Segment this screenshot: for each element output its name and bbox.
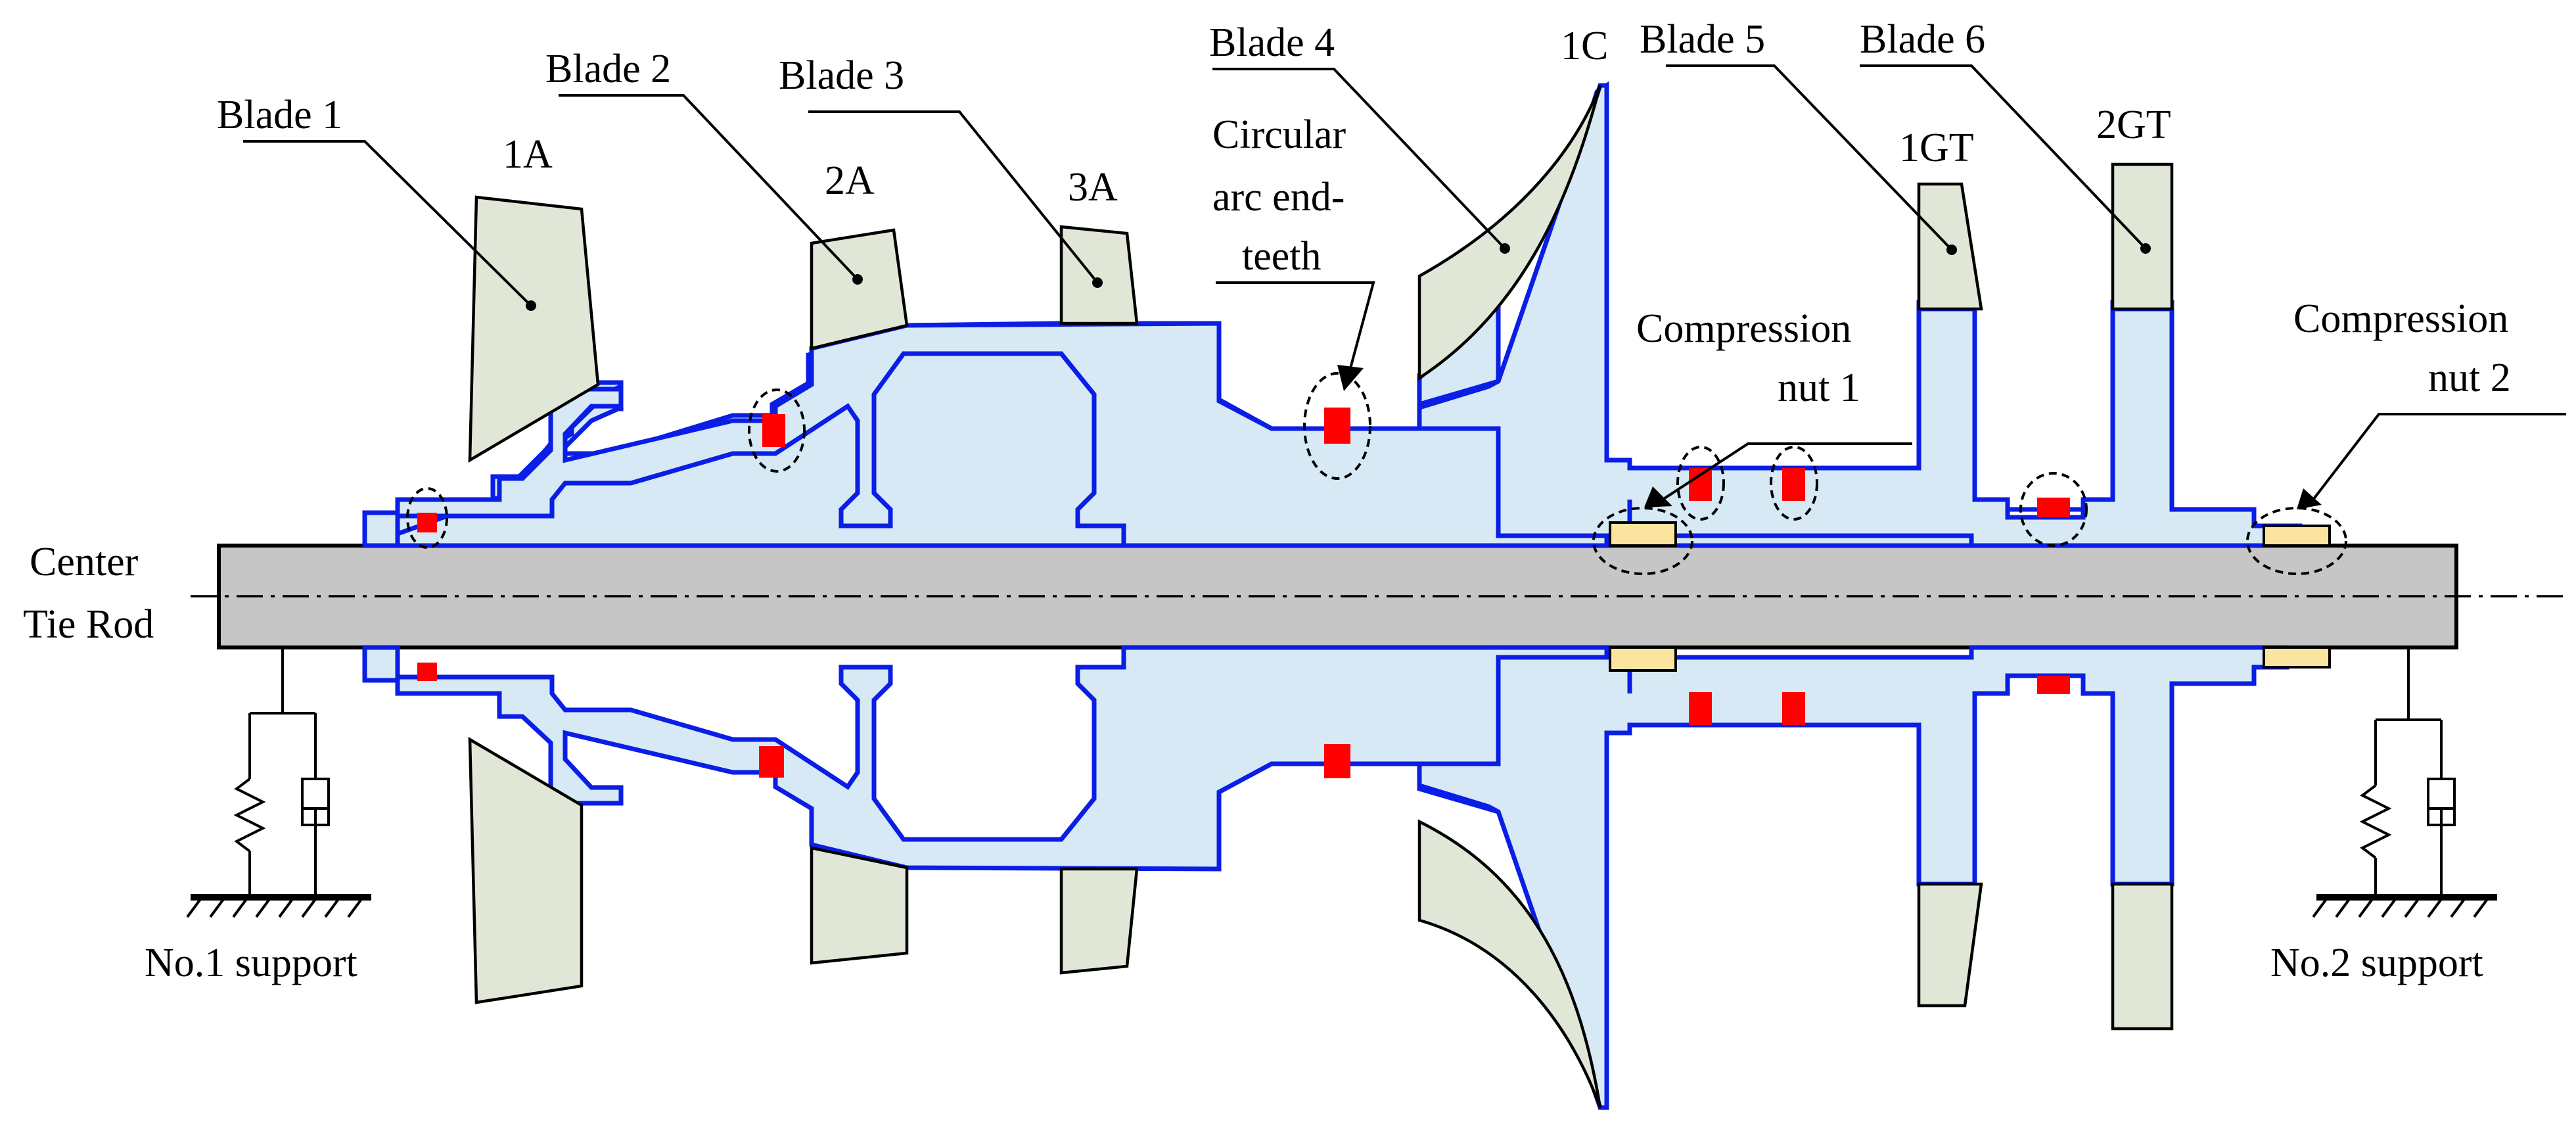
leader-blade-4 (1212, 68, 1506, 250)
blade-1c-lower (1417, 819, 1602, 1108)
joint-2-lower (759, 746, 784, 778)
leader-blade-3 (808, 110, 1099, 284)
compressor-drum-lower-shape (362, 645, 1609, 872)
highlight-circles (406, 372, 2347, 575)
end-teeth-joints (417, 408, 2070, 778)
label-blade-2: Blade 2 (545, 47, 671, 91)
label-stage-1c: 1C (1561, 24, 1608, 68)
label-nut-1-line2: nut 1 (1778, 365, 1860, 410)
joint-1-upper (417, 513, 437, 532)
blade-1c-upper (1417, 85, 1602, 381)
label-center-line1: Center (30, 540, 139, 584)
highlight-joint-3 (1303, 372, 1371, 480)
label-stage-3a: 3A (1068, 165, 1118, 210)
joint-6-upper (2037, 498, 2070, 517)
label-blade-5: Blade 5 (1640, 17, 1765, 62)
joint-1-lower (417, 663, 437, 681)
compression-nut-1-lower (1609, 646, 1677, 672)
blade-markers (526, 243, 2151, 311)
label-blade-3: Blade 3 (779, 53, 904, 98)
compression-nuts (1609, 521, 2331, 672)
blade-1a-upper (468, 195, 600, 463)
arrow-circular-arc (1337, 365, 1364, 391)
joint-5-lower (1782, 692, 1805, 725)
label-circular-line3: teeth (1242, 234, 1322, 279)
joint-4-upper (1689, 468, 1712, 501)
blade-1gt-lower (1917, 882, 1983, 1008)
compressor-drum-upper-shape (362, 321, 1609, 548)
arrow-nut-1 (1644, 486, 1672, 507)
label-circular-line2: arc end- (1212, 175, 1345, 220)
spring-2 (2359, 784, 2392, 859)
highlight-nut-2 (2246, 507, 2347, 575)
impeller-1c-disk-lower (1417, 645, 2289, 1110)
arrow-nut-2 (2297, 488, 2322, 509)
leader-blade-6 (1860, 64, 2147, 250)
label-blade-4: Blade 4 (1209, 20, 1335, 65)
highlight-joint-4 (1676, 446, 1725, 521)
highlight-joint-6 (2019, 472, 2088, 547)
leader-circular-arc (1216, 281, 1375, 369)
label-center-line2: Tie Rod (23, 602, 154, 647)
support-2 (2312, 647, 2497, 918)
joint-6-lower (2037, 676, 2070, 694)
highlight-joint-2 (748, 388, 806, 473)
label-nut-2-line2: nut 2 (2428, 356, 2511, 400)
compression-nut-1-upper (1609, 521, 1677, 547)
joint-5-upper (1782, 468, 1805, 501)
blade-2a-lower (810, 846, 909, 965)
label-support-1: No.1 support (145, 941, 357, 985)
blade-1a-lower (468, 737, 584, 1004)
joint-2-upper (762, 414, 785, 447)
spring-1 (233, 778, 266, 853)
blades (468, 85, 2174, 1108)
compression-nut-2-lower (2263, 646, 2331, 669)
label-stage-1gt: 1GT (1899, 126, 1974, 170)
label-blade-1: Blade 1 (217, 93, 342, 137)
label-circular-line1: Circular (1212, 112, 1346, 157)
label-nut-1-line1: Compression (1636, 306, 1851, 351)
leader-nut-2 (2312, 413, 2566, 501)
joint-3-upper (1324, 408, 1350, 444)
support-1 (186, 647, 371, 918)
blade-2a-upper (810, 228, 909, 350)
leader-lines (243, 64, 2566, 509)
highlight-joint-1 (406, 487, 448, 549)
joint-3-lower (1324, 744, 1350, 778)
center-tie-rod (217, 544, 2458, 649)
label-stage-1a: 1A (503, 132, 553, 177)
joint-4-lower (1689, 692, 1712, 725)
leader-blade-1 (243, 140, 532, 307)
leader-blade-2 (559, 94, 859, 281)
labels: Blade 1 Blade 2 Blade 3 Blade 4 Blade 5 … (23, 17, 2511, 985)
highlight-nut-1 (1592, 507, 1693, 575)
leader-blade-5 (1666, 64, 1953, 251)
label-support-2: No.2 support (2270, 941, 2483, 985)
leader-nut-1 (1661, 442, 1912, 501)
highlight-joint-5 (1770, 446, 1818, 521)
label-stage-2a: 2A (825, 158, 875, 203)
label-blade-6: Blade 6 (1860, 17, 1985, 62)
blade-2gt-upper (2111, 162, 2174, 311)
blade-3a-upper (1059, 225, 1139, 325)
impeller-1c-disk-upper (1417, 83, 2289, 548)
label-stage-2gt: 2GT (2096, 103, 2171, 147)
blade-2gt-lower (2111, 882, 2174, 1031)
blade-3a-lower (1059, 867, 1139, 975)
label-nut-2-line1: Compression (2293, 296, 2508, 341)
compression-nut-2-upper (2263, 525, 2331, 547)
